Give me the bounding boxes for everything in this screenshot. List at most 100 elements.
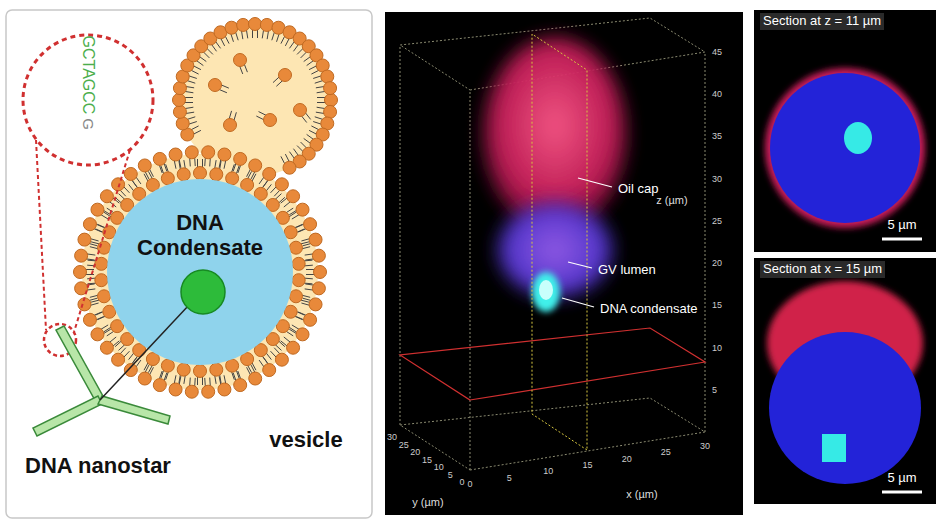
lipid-head <box>112 178 125 191</box>
lipid-head <box>309 233 322 246</box>
vesicle-section <box>769 332 921 484</box>
lipid-head <box>74 266 87 279</box>
lipid-bilayer <box>74 146 327 398</box>
lipid-head <box>161 359 174 372</box>
lipid-head <box>304 313 317 326</box>
lipid-head <box>169 383 182 396</box>
lipid-head <box>218 148 231 161</box>
lipid-head <box>287 341 300 354</box>
panel-heading: Section at x = 15 µm <box>760 261 885 278</box>
tick-label: 30 <box>712 173 722 183</box>
lipid-head <box>284 305 297 318</box>
lipid-head <box>153 152 166 165</box>
lipid-head <box>237 18 250 31</box>
tick-label: 0 <box>459 477 464 487</box>
zoom-circle <box>23 35 153 165</box>
lipid-head <box>260 18 273 31</box>
lipid-head <box>98 290 111 303</box>
lipid-head <box>173 105 186 118</box>
zoom-line <box>36 140 46 330</box>
tick-label: 5 <box>448 469 453 479</box>
lipid-head <box>95 274 108 287</box>
tick-label: 25 <box>399 439 409 449</box>
lipid-head <box>309 298 322 311</box>
lipid-head <box>173 94 186 107</box>
lipid-head <box>294 104 307 117</box>
lipid-head <box>78 233 91 246</box>
dna-sequence: G <box>79 118 96 130</box>
lipid-head <box>124 364 137 377</box>
lipid-head <box>202 385 215 398</box>
callout-label: DNA condensate <box>600 302 698 317</box>
lipid-head <box>75 249 88 262</box>
tick-label: 10 <box>543 466 553 476</box>
node-shape <box>105 177 295 367</box>
lipid-head <box>100 190 113 203</box>
lipid-head <box>103 305 116 318</box>
tick-label: 15 <box>422 454 432 464</box>
lipid-head <box>263 167 276 180</box>
oil-cap <box>179 24 331 176</box>
condensate-section <box>844 122 872 154</box>
section-plane <box>532 34 587 450</box>
lipid-head <box>312 282 325 295</box>
lipid-head <box>138 159 151 172</box>
lipid-head <box>224 119 237 132</box>
lipid-head <box>173 82 186 95</box>
lipid-head <box>279 69 292 82</box>
lipid-head <box>210 363 223 376</box>
lipid-head <box>292 274 305 287</box>
tick-label: 20 <box>410 447 420 457</box>
tick-label: 40 <box>712 89 722 99</box>
tick-label: 45 <box>712 47 722 57</box>
axis-title: z (µm) <box>656 194 687 207</box>
section-panel: Section at z = 11 µm5 µm <box>754 10 936 252</box>
lipid-head <box>324 105 337 118</box>
lipid-head <box>289 241 302 254</box>
lumen-circle <box>107 179 293 365</box>
lipid-head <box>284 226 297 239</box>
node-shape <box>754 10 936 252</box>
tick-label: 20 <box>622 453 632 463</box>
condensate-droplet <box>181 270 225 314</box>
scale-bar <box>882 491 922 494</box>
lipid-head <box>185 146 198 159</box>
lipid-head <box>91 328 104 341</box>
lipid-head <box>296 203 309 216</box>
lipid-head <box>249 159 262 172</box>
lipid-head <box>161 172 174 185</box>
lipid-head <box>176 117 189 130</box>
callout-label: Oil cap <box>618 182 658 197</box>
lipid-head <box>185 385 198 398</box>
lipid-head <box>292 257 305 270</box>
tick-label: 0 <box>467 479 472 489</box>
lipid-head <box>194 365 207 378</box>
panel-frame <box>6 10 372 518</box>
lipid-head <box>289 290 302 303</box>
lipid-head <box>226 172 239 185</box>
tick-label: 30 <box>700 441 710 451</box>
part-label: vesicle <box>269 427 342 452</box>
lipid-head <box>234 54 247 67</box>
tick-label: 35 <box>712 131 722 141</box>
tick-label: 20 <box>712 258 722 268</box>
dna-sequence: GCTAGCC <box>79 36 97 115</box>
tick-label: 15 <box>582 460 592 470</box>
microscopy-panel <box>385 12 743 515</box>
lipid-head <box>296 328 309 341</box>
tick-label: 5 <box>507 472 512 482</box>
lipid-head <box>312 249 325 262</box>
lipid-head <box>275 178 288 191</box>
lipid-head <box>225 21 238 34</box>
lipid-head <box>112 353 125 366</box>
lipid-head <box>226 359 239 372</box>
lipid-head <box>177 168 190 181</box>
vesicle-membrane <box>82 154 318 390</box>
lipid-head <box>325 94 338 107</box>
tick-label: 10 <box>434 462 444 472</box>
tick-label: 25 <box>661 447 671 457</box>
lipid-head <box>249 372 262 385</box>
lipid-head <box>287 190 300 203</box>
leader-line <box>578 178 612 187</box>
